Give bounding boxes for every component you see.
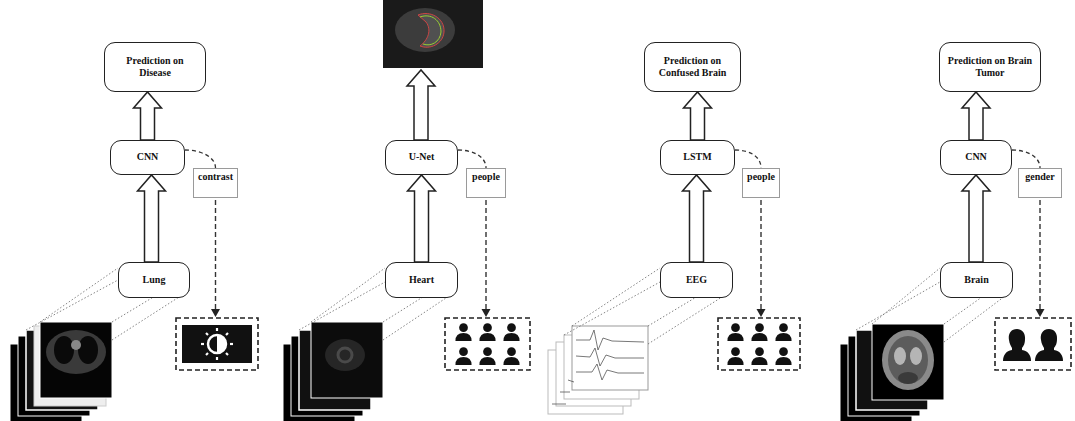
process-box: Lung: [118, 262, 190, 298]
node-label: contrast: [198, 171, 233, 184]
process-box: U-Net: [385, 140, 458, 175]
node-label: Prediction on Brain Tumor: [946, 55, 1034, 80]
process-box: Brain: [940, 262, 1013, 298]
people-icon: [718, 318, 800, 370]
node-label: U-Net: [409, 151, 435, 164]
connector: [458, 150, 486, 168]
connector: [185, 150, 216, 168]
attribute-tag: contrast: [193, 168, 238, 198]
connector: [134, 92, 162, 140]
connector: [408, 175, 436, 262]
node-label: Prediction on Disease: [111, 55, 199, 80]
block-arrow: [407, 70, 435, 140]
attribute-tag: people: [742, 168, 780, 198]
process-box: Heart: [385, 262, 458, 298]
node-label: gender: [1025, 171, 1054, 184]
leader-arrow: [211, 200, 220, 317]
connector: [684, 92, 712, 140]
contrast-icon: [176, 318, 258, 370]
node-label: people: [472, 171, 500, 184]
connector: [1012, 150, 1040, 168]
leader-arrow: [482, 200, 491, 317]
segmentation-output: [383, 0, 483, 68]
node-label: CNN: [137, 151, 159, 164]
leader-arrow: [757, 200, 766, 317]
node-label: LSTM: [683, 151, 711, 164]
attribute-tag: people: [466, 168, 506, 198]
node-label: people: [747, 171, 775, 184]
gender-icon: [995, 318, 1071, 370]
process-box: LSTM: [660, 140, 735, 175]
connector: [683, 175, 711, 262]
node-label: Lung: [143, 274, 166, 287]
node-label: EEG: [686, 274, 707, 287]
node-label: Prediction on Confused Brain: [651, 55, 734, 80]
node-label: Heart: [409, 274, 434, 287]
connector: [735, 150, 761, 168]
process-box: CNN: [940, 140, 1012, 175]
people-icon: [445, 318, 530, 370]
leader-arrow: [1036, 200, 1045, 317]
attribute-tag: gender: [1018, 168, 1062, 198]
process-box: EEG: [660, 262, 733, 298]
process-box: Prediction on Disease: [104, 42, 206, 92]
process-box: Prediction on Brain Tumor: [939, 42, 1041, 92]
connector: [962, 175, 990, 262]
node-label: Brain: [964, 274, 988, 287]
connector: [962, 92, 990, 140]
process-box: Prediction on Confused Brain: [644, 42, 741, 92]
node-label: CNN: [965, 151, 987, 164]
connector: [138, 175, 166, 262]
process-box: CNN: [110, 140, 185, 175]
